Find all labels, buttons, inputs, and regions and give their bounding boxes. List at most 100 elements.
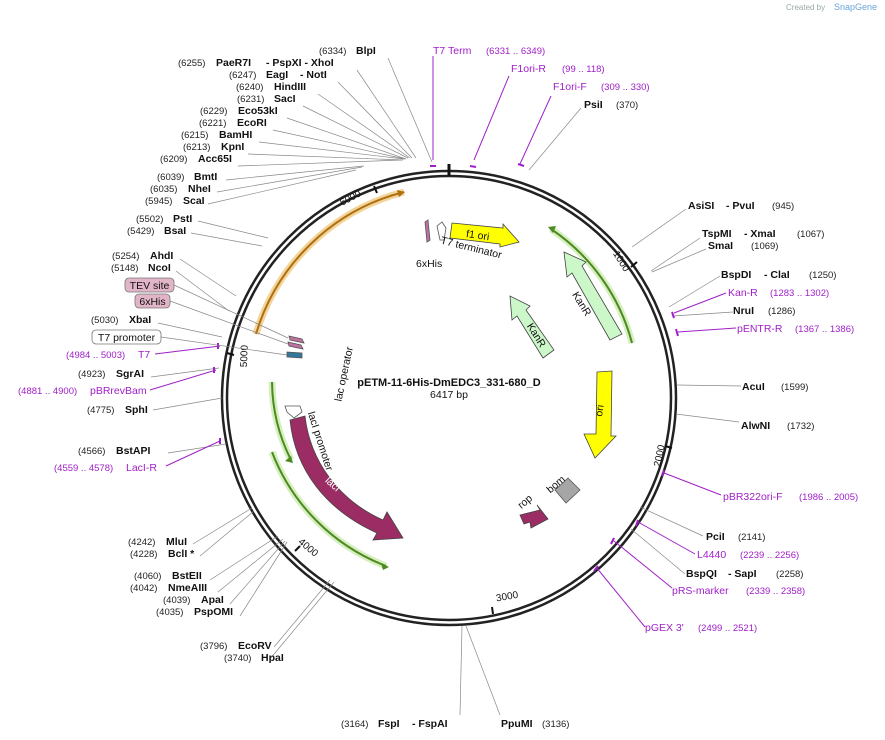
enzyme-pos-nrui: (1286)	[768, 306, 795, 317]
enzyme-name-acui: AcuI	[742, 381, 765, 393]
enzyme-name-paer7i: PaeR7I	[216, 57, 251, 69]
enzyme-name-smai: SmaI	[708, 240, 733, 252]
enzyme-name-ecori: EcoRI	[237, 117, 267, 129]
t7-promoter-label: T7 promoter	[98, 332, 156, 344]
enzyme-name-tspmi: TspMI	[702, 228, 732, 240]
primer-name-pgex3: pGEX 3'	[645, 622, 684, 634]
enzyme-extra-asisi: - PvuI	[726, 200, 755, 212]
tick-label-5000: 5000	[239, 344, 251, 367]
enzyme-name-mlui: MluI	[166, 536, 187, 548]
enzyme-pos-blpi: (6334)	[319, 46, 346, 57]
enzyme-name-kpni: KpnI	[221, 141, 244, 153]
enzyme-pos-hindiii: (6240)	[236, 82, 263, 93]
primer-name-pbr322ori-f: pBR322ori-F	[723, 491, 783, 503]
primer-name-pentr-r: pENTR-R	[737, 323, 783, 335]
enzyme-name-psii: PsiI	[584, 99, 603, 111]
laci-arrow	[289, 415, 404, 541]
green-arc-left1	[271, 381, 292, 461]
enzyme-pos-bstapi: (4566)	[78, 446, 105, 457]
enzyme-pos-eco53ki: (6229)	[200, 106, 227, 117]
enzyme-name-apai: ApaI	[201, 594, 224, 606]
created-by-label: Created by	[786, 3, 825, 12]
enzyme-extra-paer7i: - PspXI - XhoI	[266, 57, 334, 69]
ori-arrow	[583, 370, 617, 459]
tev-marker	[288, 335, 305, 344]
enzyme-pos-saci: (6231)	[237, 94, 264, 105]
enzyme-name-bsai: BsaI	[164, 225, 186, 237]
tick-marks	[226, 185, 673, 615]
enzyme-name-bamhi: BamHI	[219, 129, 252, 141]
plasmid-name: pETM-11-6His-DmEDC3_331-680_D	[357, 377, 540, 389]
primer-name-l4440: L4440	[697, 549, 726, 561]
enzyme-pos-ecori: (6221)	[199, 118, 226, 129]
tev-site-label: TEV site	[130, 280, 170, 292]
enzyme-pos-xbai: (5030)	[91, 315, 118, 326]
enzyme-pos-sphi: (4775)	[87, 405, 114, 416]
enzyme-name-fspi: FspI	[378, 718, 400, 730]
enzyme-pos-bsteii: (4060)	[134, 571, 161, 582]
enzyme-name-ahdi: AhdI	[150, 250, 173, 262]
primer-name-t7term: T7 Term	[433, 45, 472, 57]
primer-range-kan-r: (1283 .. 1302)	[770, 288, 829, 299]
enzyme-pos-pcii: (2141)	[738, 532, 765, 543]
enzyme-pos-nhei: (6035)	[150, 184, 177, 195]
primer-name-prs-marker: pRS-marker	[672, 585, 729, 597]
primer-range-prs-marker: (2339 .. 2358)	[746, 586, 805, 597]
enzyme-name-sgrai: SgrAI	[116, 368, 144, 380]
green-arc-left2-arrow	[381, 563, 389, 570]
enzyme-labels-left: (6334) BlpI (6255) PaeR7I - PspXI - XhoI…	[78, 45, 569, 730]
enzyme-name-bstapi: BstAPI	[116, 445, 151, 457]
enzyme-pos-smai: (1069)	[751, 241, 778, 252]
lac-operator-label: lac operator	[333, 345, 356, 402]
his-tag-marker	[424, 219, 431, 243]
enzyme-name-nmeaiii: NmeAIII	[168, 582, 207, 594]
enzyme-pos-ncoi: (5148)	[111, 263, 138, 274]
orange-arc-glow	[252, 188, 405, 336]
enzyme-name-bspqi: BspQI	[686, 568, 717, 580]
enzyme-extra-eagi: - NotI	[300, 69, 327, 81]
enzyme-name-asisi: AsiSI	[688, 200, 714, 212]
primer-range-laci-r: (4559 .. 4578)	[54, 463, 113, 474]
tick-label-2000: 2000	[652, 443, 667, 467]
enzyme-name-bspdi: BspDI	[721, 269, 751, 281]
enzyme-name-nrui: NruI	[733, 305, 754, 317]
bom-marker	[554, 477, 581, 504]
enzyme-name-hindiii: HindIII	[274, 81, 306, 93]
enzyme-pos-ecorv: (3796)	[200, 641, 227, 652]
enzyme-name-scai: ScaI	[183, 195, 205, 207]
primer-labels: T7 Term (6331 .. 6349) F1ori-R (99 .. 11…	[18, 45, 858, 634]
enzyme-extra-bspdi: - ClaI	[764, 269, 790, 281]
enzyme-name-bcli: BclI *	[168, 548, 195, 560]
boxed-feature-labels: TEV site 6xHis T7 promoter	[91, 277, 289, 356]
primer-leader-lines	[149, 56, 737, 628]
enzyme-name-eagi: EagI	[266, 69, 288, 81]
f1-ori-arrow	[449, 222, 520, 248]
enzyme-pos-bspqi: (2258)	[776, 569, 803, 580]
enzyme-pos-acc65i: (6209)	[160, 154, 187, 165]
enzyme-name-eco53ki: Eco53kI	[238, 105, 278, 117]
enzyme-pos-mlui: (4242)	[128, 537, 155, 548]
enzyme-name-nhei: NheI	[188, 183, 211, 195]
ori-label: ori	[593, 404, 607, 417]
enzyme-name-pcii: PciI	[706, 531, 725, 543]
primer-range-f1ori-r: (99 .. 118)	[562, 64, 605, 75]
enzyme-name-ppumi: PpuMI	[501, 718, 533, 730]
enzyme-name-blpi: BlpI	[356, 45, 376, 57]
primer-range-pbrrevbam: (4881 .. 4900)	[18, 386, 77, 397]
enzyme-pos-psii: (370)	[616, 100, 638, 111]
enzyme-pos-psti: (5502)	[136, 214, 163, 225]
enzyme-pos-eagi: (6247)	[229, 70, 256, 81]
enzyme-name-ncoi: NcoI	[148, 262, 171, 274]
enzyme-pos-paer7i: (6255)	[178, 58, 205, 69]
enzyme-pos-bcli: (4228)	[130, 549, 157, 560]
six-his-box-label: 6xHis	[139, 296, 165, 308]
green-arc-left1-glow	[268, 381, 295, 462]
enzyme-pos-bamhi: (6215)	[181, 130, 208, 141]
enzyme-pos-tspmi: (1067)	[797, 229, 824, 240]
enzyme-pos-pspomi: (4035)	[156, 607, 183, 618]
primer-range-t7: (4984 .. 5003)	[66, 350, 125, 361]
primer-name-t7: T7	[138, 349, 150, 361]
enzyme-extra-bspqi: - SapI	[728, 568, 757, 580]
enzyme-name-bsteii: BstEII	[172, 570, 202, 582]
kanr-arrow-1	[563, 251, 623, 341]
